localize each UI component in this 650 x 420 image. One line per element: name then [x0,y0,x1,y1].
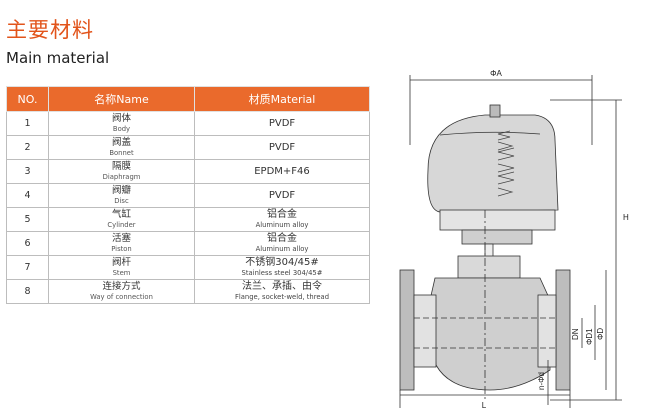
material-primary: PVDF [268,141,296,153]
part-name-cn: 阀盖 [111,136,131,148]
label-phi-d1: ΦD1 [585,328,594,345]
part-name-cn: 活塞 [111,232,131,244]
part-material: PVDF [194,183,370,208]
part-material: PVDF [194,135,370,160]
label-dn: DN [571,328,580,340]
part-name-cn: 隔膜 [111,160,131,172]
row-number: 5 [6,207,49,232]
material-en: Aluminum alloy [255,244,309,253]
material-primary: EPDM+F46 [254,165,310,177]
label-n-phi-d: n-Φd [537,372,546,390]
row-number: 2 [6,135,49,160]
valve-body [429,277,551,391]
left-flange [399,269,415,391]
material-primary: 不锈钢304/45# [245,256,319,268]
label-phi-d: ΦD [596,328,605,340]
header-name: 名称Name [48,86,195,112]
table-header-row: NO. 名称Name 材质Material [6,86,370,112]
material-primary: 铝合金 [267,232,297,244]
row-number: 4 [6,183,49,208]
material-en: Flange, socket-weld, thread [234,292,330,301]
part-name-cn: 阀瓣 [111,184,131,196]
material-primary: PVDF [268,189,296,201]
actuator-dome [427,114,559,213]
part-material: 不锈钢304/45#Stainless steel 304/45# [194,255,370,280]
material-en: Stainless steel 304/45# [241,268,323,277]
row-number: 6 [6,231,49,256]
part-name-en: Way of connection [90,292,153,301]
part-name-en: Piston [111,244,132,253]
part-name-cn: 连接方式 [102,280,141,292]
part-name-en: Cylinder [107,220,136,229]
row-number: 3 [6,159,49,184]
part-material: PVDF [194,111,370,136]
header-material: 材质Material [194,86,370,112]
label-l: L [482,401,487,410]
part-name-en: Disc [114,196,129,205]
section-title-cn: 主要材料 [6,18,94,42]
material-en: Aluminum alloy [255,220,309,229]
right-flange [555,269,571,391]
material-primary: 法兰、承插、由令 [242,280,322,292]
part-name-en: Body [112,124,131,133]
material-primary: 铝合金 [267,208,297,220]
part-name-en: Stem [112,268,131,277]
part-name-cn: 阀体 [111,112,131,124]
row-number: 7 [6,255,49,280]
label-phi-a: ΦA [490,69,502,78]
row-number: 8 [6,279,49,304]
valve-drawing: ΦA H DN ΦD1 ΦD L n-Φd [399,69,629,410]
part-name-en: Bonnet [109,148,134,157]
part-name-en: Diaphragm [102,172,141,181]
header-no: NO. [6,86,49,112]
section-title-en: Main material [6,49,110,67]
material-primary: PVDF [268,117,296,129]
part-name-cn: 气缸 [111,208,131,220]
row-number: 1 [6,111,49,136]
part-name-cn: 阀杆 [111,256,131,268]
label-h: H [623,213,629,222]
part-material: EPDM+F46 [194,159,370,184]
